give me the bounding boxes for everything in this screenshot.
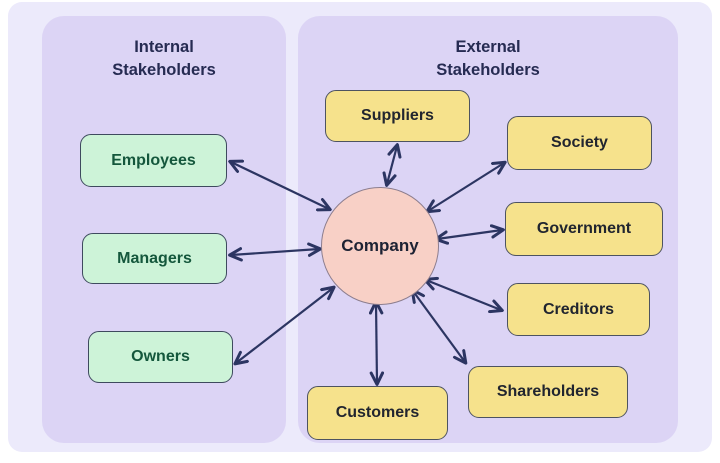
node-customers-label: Customers (335, 404, 420, 421)
node-managers: Managers (82, 233, 227, 284)
node-owners-label: Owners (131, 348, 190, 365)
node-government-label: Government (536, 220, 632, 237)
node-creditors-label: Creditors (542, 300, 615, 318)
external-panel-title: External Stakeholders (436, 38, 540, 79)
node-society: Society (507, 116, 652, 170)
node-company-label: Company (341, 236, 419, 255)
node-government: Government (505, 202, 663, 256)
node-company: Company (321, 187, 439, 305)
node-suppliers-label: Suppliers (361, 107, 434, 124)
node-managers-label: Managers (117, 249, 192, 267)
node-shareholders-label: Shareholders (496, 383, 600, 400)
node-customers: Customers (307, 386, 448, 440)
internal-panel-title: Internal Stakeholders (112, 38, 216, 79)
node-creditors: Creditors (507, 283, 650, 336)
node-employees-label: Employees (111, 151, 196, 169)
node-owners: Owners (88, 331, 233, 383)
node-employees: Employees (80, 134, 227, 187)
node-shareholders: Shareholders (468, 366, 628, 418)
node-society-label: Society (551, 134, 608, 151)
node-suppliers: Suppliers (325, 90, 470, 142)
